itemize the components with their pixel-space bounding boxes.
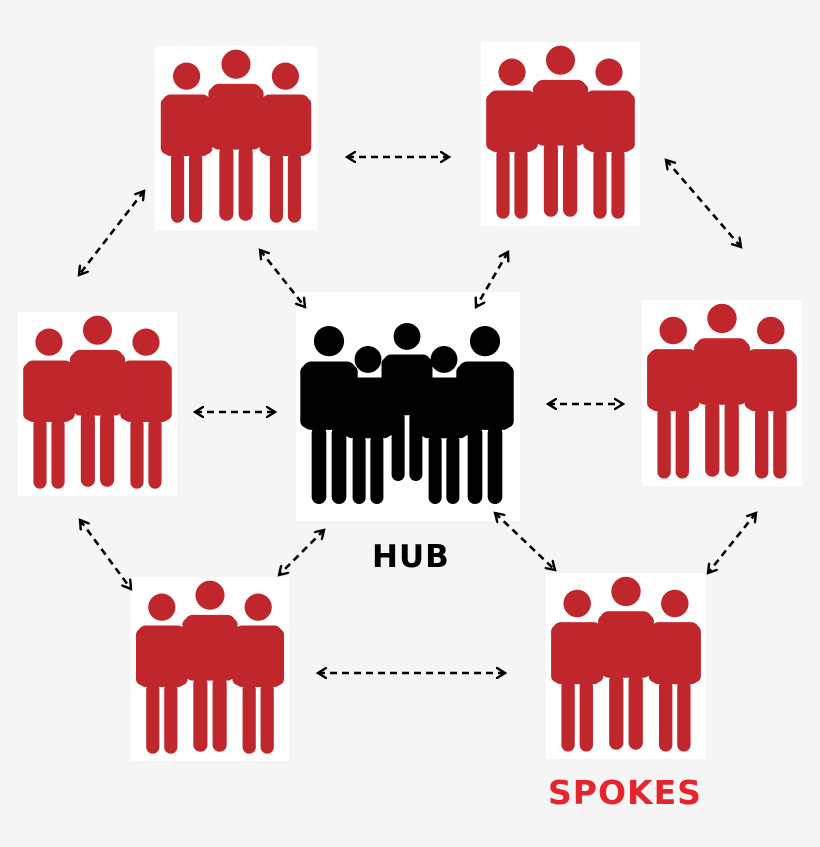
arrow-middle-left-to-bottom-left — [80, 520, 131, 589]
spoke-group-bottom-left — [131, 577, 289, 761]
arrow-top-left-to-middle-left — [79, 191, 144, 275]
spokes-label: SPOKES — [548, 773, 702, 812]
spoke-group-top-right — [481, 42, 640, 226]
group-of-three-people-icon — [160, 49, 312, 223]
spoke-group-middle-right — [642, 300, 802, 486]
spoke-group-middle-left — [18, 312, 177, 496]
group-of-three-people-icon — [135, 580, 285, 754]
group-of-three-people-icon — [486, 45, 635, 219]
group-of-three-people-icon — [551, 576, 701, 752]
arrow-hub-to-bottom-right — [495, 513, 555, 570]
arrow-top-right-to-middle-right — [666, 160, 741, 247]
spoke-group-bottom-right — [546, 573, 706, 759]
arrow-top-left-to-hub — [260, 250, 305, 307]
group-of-three-people-icon — [647, 303, 797, 479]
spoke-group-top-left — [155, 46, 317, 230]
hub-label: HUB — [372, 539, 450, 575]
hub-group — [296, 292, 520, 521]
arrow-top-right-to-hub — [476, 252, 508, 307]
group-of-three-people-icon — [23, 315, 172, 489]
arrow-middle-right-to-bottom-right — [708, 513, 756, 573]
group-of-six-people-icon — [300, 323, 514, 504]
arrow-hub-to-bottom-left — [279, 530, 324, 575]
